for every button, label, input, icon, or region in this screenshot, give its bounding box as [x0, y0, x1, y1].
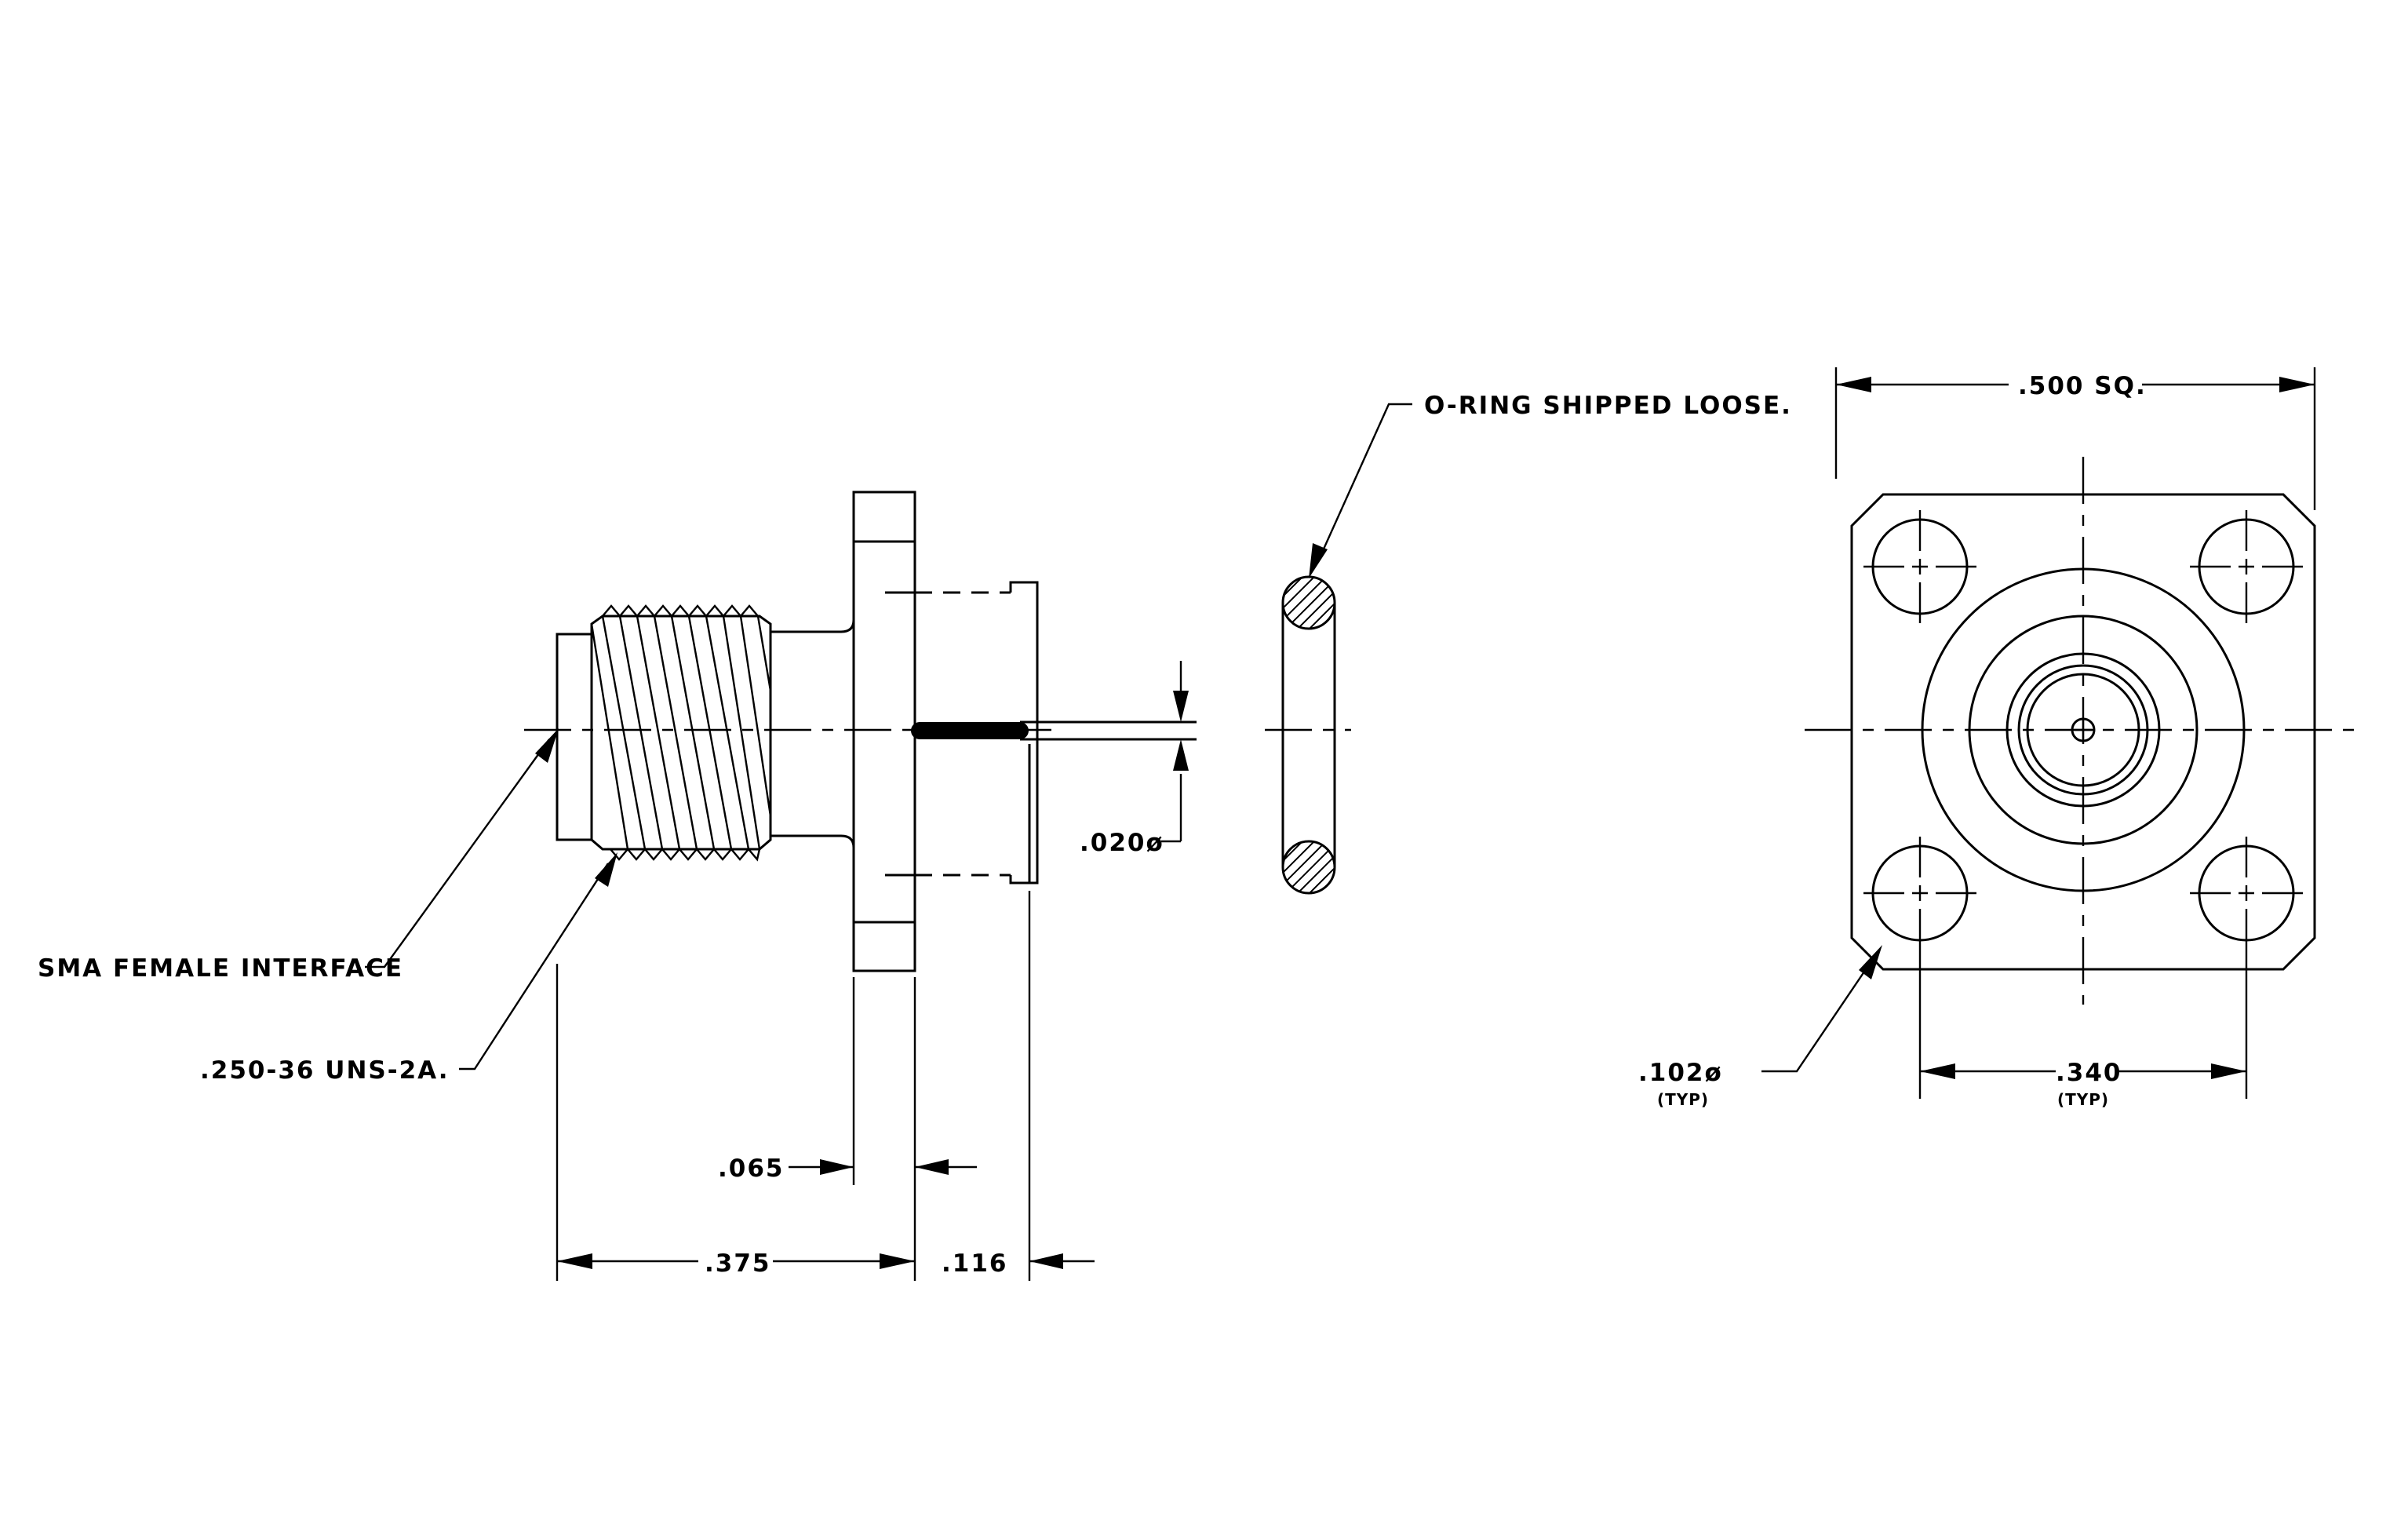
dim-rear: .116: [942, 1249, 1008, 1278]
dim-hole-spacing: .340: [2056, 1059, 2122, 1087]
side-view: [524, 491, 1197, 972]
oring-note: O-RING SHIPPED LOOSE.: [1424, 392, 1792, 420]
dim-square: .500 SQ.: [2018, 372, 2147, 400]
dim-pin-diameter: .020ø: [1080, 829, 1164, 857]
mounting-holes: [1863, 510, 2303, 1099]
dim-hole-spacing-typ: (TYP): [2057, 1090, 2109, 1109]
thread-note: .250-36 UNS-2A.: [200, 1056, 450, 1085]
body-outer-circle: [1921, 567, 2246, 892]
flange: [852, 491, 916, 972]
front-view: [1805, 457, 2362, 1099]
square-flange-outline: [1850, 493, 2316, 971]
rear-body-hidden: [915, 581, 1039, 885]
dim-hole-diameter-typ: (TYP): [1657, 1090, 1709, 1109]
thread-body: [590, 604, 772, 862]
neck: [770, 619, 855, 848]
interface-face: [556, 633, 593, 841]
dimensions: [365, 367, 2316, 1281]
dim-flange-thickness: .065: [718, 1154, 785, 1183]
interface-note: SMA FEMALE INTERFACE: [38, 954, 403, 983]
dim-overall-front: .375: [705, 1249, 771, 1278]
dim-hole-diameter: .102ø: [1638, 1059, 1723, 1087]
o-ring: [1265, 575, 1351, 895]
